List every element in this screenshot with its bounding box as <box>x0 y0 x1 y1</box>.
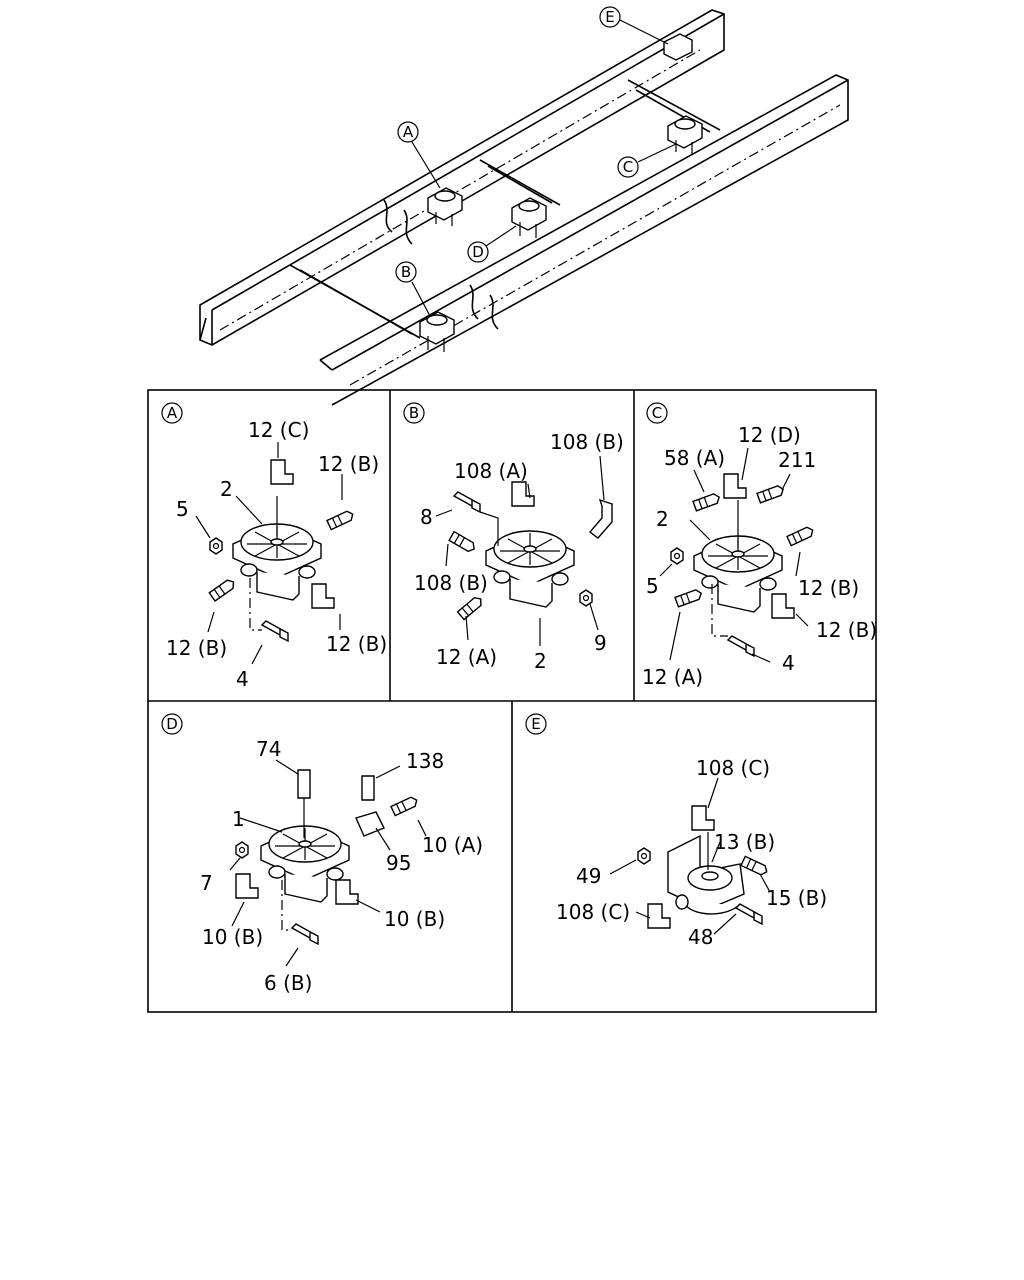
panel-c: C 12 (D) 58 (A) 211 2 5 12 (B) 12 (B) 12… <box>642 402 877 689</box>
label-12b-top: 12 (B) <box>318 452 379 476</box>
label-95: 95 <box>386 851 411 875</box>
panel-e-id: E <box>531 715 540 733</box>
overview-valve-b <box>419 311 455 352</box>
panel-b-id: B <box>409 404 419 422</box>
label-10b-left: 10 (B) <box>202 925 263 949</box>
label-108b-top: 108 (B) <box>550 430 624 454</box>
panel-c-id: C <box>652 404 662 422</box>
label-2-c: 2 <box>656 507 669 531</box>
callout-e: E <box>605 8 614 26</box>
label-48: 48 <box>688 925 713 949</box>
label-12c: 12 (C) <box>248 418 309 442</box>
overview-valve-a <box>427 187 463 226</box>
overview-valve-c <box>667 115 703 154</box>
overview-valve-d <box>511 197 547 238</box>
label-4-c: 4 <box>782 651 795 675</box>
panel-a-id: A <box>167 404 178 422</box>
label-12d: 12 (D) <box>738 423 801 447</box>
panel-grid <box>147 389 877 1013</box>
overview-callouts: E A C D B <box>395 6 677 317</box>
label-49: 49 <box>576 864 601 888</box>
label-9: 9 <box>594 631 607 655</box>
label-12b-c1: 12 (B) <box>798 576 859 600</box>
label-108b-left: 108 (B) <box>414 571 488 595</box>
label-108c-bottom: 108 (C) <box>556 900 630 924</box>
label-10a: 10 (A) <box>422 833 483 857</box>
label-6b: 6 (B) <box>264 971 312 995</box>
label-15b: 15 (B) <box>766 886 827 910</box>
label-12b-right: 12 (B) <box>326 632 387 656</box>
label-2-b: 2 <box>534 649 547 673</box>
label-58a: 58 (A) <box>664 446 725 470</box>
overview-valve-e <box>663 33 693 61</box>
callout-b: B <box>401 263 411 281</box>
label-10b-right: 10 (B) <box>384 907 445 931</box>
panel-d-id: D <box>166 715 178 733</box>
label-211: 211 <box>778 448 816 472</box>
label-1: 1 <box>232 807 245 831</box>
label-5-c: 5 <box>646 574 659 598</box>
callout-c: C <box>623 158 633 176</box>
label-12a-c: 12 (A) <box>642 665 703 689</box>
label-4: 4 <box>236 667 249 691</box>
label-5: 5 <box>176 497 189 521</box>
callout-a: A <box>403 123 414 141</box>
panel-b: B 108 (B) 108 (A) 8 108 (B) 12 (A) 2 9 <box>403 402 624 673</box>
label-108c-top: 108 (C) <box>696 756 770 780</box>
panel-d: D 74 138 1 10 (A) 95 7 10 (B) 10 (B) 6 (… <box>161 713 483 995</box>
label-13b: 13 (B) <box>714 830 775 854</box>
label-12b-c2: 12 (B) <box>816 618 877 642</box>
label-138: 138 <box>406 749 444 773</box>
callout-d: D <box>472 243 484 261</box>
label-2: 2 <box>220 477 233 501</box>
label-12a: 12 (A) <box>436 645 497 669</box>
label-12b-left: 12 (B) <box>166 636 227 660</box>
label-108a: 108 (A) <box>454 459 528 483</box>
panel-e: E 108 (C) 13 (B) 49 15 (B) 108 (C) 48 <box>525 713 827 949</box>
label-74: 74 <box>256 737 281 761</box>
label-7: 7 <box>200 871 213 895</box>
label-8: 8 <box>420 505 433 529</box>
panel-a: A 12 (C) 12 (B) 2 5 12 (B) 12 (B) 4 <box>161 402 387 691</box>
